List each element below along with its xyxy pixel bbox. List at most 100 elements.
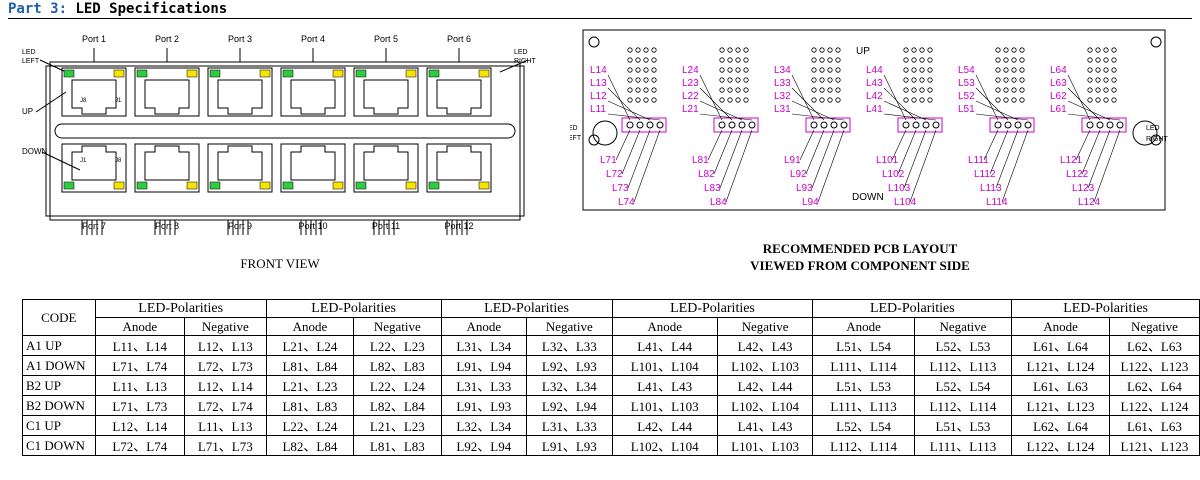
table-cell: L41、L43 <box>611 375 718 396</box>
top-jack-6 <box>426 67 492 117</box>
table-cell: L121、L124 <box>1011 355 1110 376</box>
top-port-label: Port 2 <box>155 34 179 44</box>
top-port-label: Port 6 <box>447 34 471 44</box>
led-green-bottom-4 <box>282 181 294 190</box>
led-yellow-top-6 <box>478 69 490 78</box>
bottom-jack-opening-6 <box>436 145 482 181</box>
table-cell: L72、L74 <box>94 435 185 456</box>
pcb-label-upper: L21 <box>682 104 699 115</box>
table-cell: L61、L63 <box>1011 375 1110 396</box>
bottom-jack-2 <box>134 143 200 193</box>
table-cell: L41、L44 <box>611 335 718 356</box>
bottom-port-label: Port 9 <box>228 221 252 231</box>
table-anode-header: Anode <box>812 317 915 336</box>
pcb-label-upper: L44 <box>866 65 883 76</box>
pin-label-j8-bottom: J8 <box>115 158 122 164</box>
table-cell: L61、L63 <box>1108 415 1200 436</box>
table-cell: L32、L34 <box>526 375 613 396</box>
table-group-header: LED-Polarities <box>812 299 1013 318</box>
led-yellow-top-1 <box>113 69 125 78</box>
pcb-label-upper: L32 <box>774 91 791 102</box>
table-cell: L42、L44 <box>611 415 718 436</box>
led-green-top-3 <box>209 69 221 78</box>
down-label: DOWN <box>22 147 48 156</box>
table-cell: L92、L94 <box>440 435 528 456</box>
table-cell: L101、L103 <box>611 395 718 416</box>
led-green-top-5 <box>355 69 367 78</box>
table-code-header: CODE <box>22 299 96 336</box>
pcb-label-upper: L62 <box>1050 91 1067 102</box>
light-pipe-bar <box>54 123 516 139</box>
table-cell: L101、L104 <box>611 355 718 376</box>
bottom-port-label: Port 8 <box>155 221 179 231</box>
table-code-cell: C1 UP <box>22 415 96 436</box>
table-cell: L32、L34 <box>440 415 528 436</box>
bottom-port-label: Port 7 <box>82 221 106 231</box>
table-anode-header: Anode <box>440 317 528 336</box>
pcb-caption-line2: VIEWED FROM COMPONENT SIDE <box>750 258 970 273</box>
led-right-label: LED <box>514 49 528 56</box>
alignment-hole-left <box>592 120 618 146</box>
table-cell: L121、L123 <box>1108 435 1200 456</box>
pin-label-j1-bottom: J1 <box>80 158 87 164</box>
pcb-label-upper: L51 <box>958 104 975 115</box>
pcb-label-lower: L112 <box>974 169 996 180</box>
pcb-led-right-sub: RIGHT <box>1146 136 1169 143</box>
pcb-label-lower: L101 <box>876 155 899 166</box>
alignment-hole-right <box>1132 120 1158 146</box>
led-green-bottom-6 <box>428 181 440 190</box>
pcb-outline <box>582 29 1166 211</box>
table-cell: L111、L114 <box>812 355 915 376</box>
pcb-label-lower: L122 <box>1066 169 1089 180</box>
table-cell: L61、L64 <box>1011 335 1110 356</box>
pcb-label-lower: L74 <box>618 197 635 208</box>
pcb-label-lower: L93 <box>796 183 813 194</box>
led-green-bottom-2 <box>136 181 148 190</box>
pcb-label-upper: L54 <box>958 65 975 76</box>
section-part-label: Part 3: <box>8 1 68 17</box>
pcb-led-left: LED <box>570 125 578 132</box>
table-cell: L111、L113 <box>913 435 1013 456</box>
led-green-bottom-1 <box>63 181 75 190</box>
pcb-label-lower: L84 <box>710 197 727 208</box>
table-cell: L22、L23 <box>353 335 442 356</box>
pcb-label-lower: L121 <box>1060 155 1083 166</box>
pcb-label-lower: L114 <box>986 197 1008 208</box>
table-cell: L102、L103 <box>716 355 814 376</box>
table-cell: L82、L83 <box>353 355 442 376</box>
section-title: LED Specifications <box>75 1 228 17</box>
pcb-label-upper: L41 <box>866 104 883 115</box>
table-cell: L111、L113 <box>812 395 915 416</box>
pcb-label-upper: L11 <box>590 104 606 115</box>
bottom-port-label: Port 10 <box>298 221 327 231</box>
pcb-label-upper: L14 <box>590 65 607 76</box>
led-yellow-bottom-6 <box>478 181 490 190</box>
pcb-caption-line1: RECOMMENDED PCB LAYOUT <box>762 241 958 256</box>
connector-shield <box>45 65 525 217</box>
pcb-label-lower: L124 <box>1078 197 1101 208</box>
table-cell: L11、L13 <box>94 375 185 396</box>
led-left-label: LED <box>22 49 36 56</box>
table-group-header: LED-Polarities <box>265 299 442 318</box>
top-jack-1 <box>61 67 127 117</box>
led-yellow-bottom-1 <box>113 181 125 190</box>
pcb-label-upper: L22 <box>682 91 699 102</box>
pcb-label-upper: L33 <box>774 78 791 89</box>
pcb-label-lower: L81 <box>692 155 709 166</box>
mount-hole <box>588 134 600 146</box>
led-yellow-top-2 <box>186 69 198 78</box>
pcb-label-lower: L94 <box>802 197 819 208</box>
pcb-layout-drawing: UPDOWNLEDLEFTLEDRIGHTL14L13L12L11L71L72L… <box>570 29 1169 211</box>
pcb-label-upper: L12 <box>590 91 607 102</box>
table-cell: L71、L74 <box>94 355 185 376</box>
top-jack-5 <box>353 67 419 117</box>
table-cell: L102、L104 <box>716 395 814 416</box>
table-negative-header: Negative <box>353 317 442 336</box>
pcb-label-lower: L104 <box>894 197 917 208</box>
led-left-sublabel: LEFT <box>22 58 40 65</box>
